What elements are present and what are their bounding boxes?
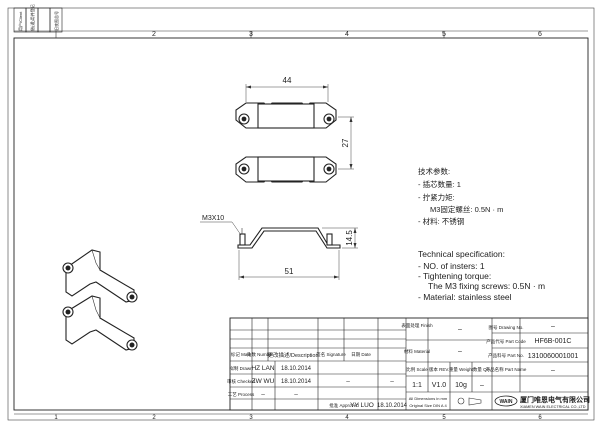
units-note: All Dimensions in mm	[409, 396, 448, 401]
header-description: 更改描述/Description	[267, 351, 318, 359]
notes-en-line-4: - Material: stainless steel	[418, 292, 512, 302]
checked-extra-date: –	[390, 378, 394, 385]
projection-symbol-icon	[457, 397, 482, 406]
corner-archive: 旧底图总号	[53, 11, 59, 31]
zone-top-3: 3	[249, 31, 253, 38]
header-number: 处数 Number	[247, 351, 274, 358]
rev-value: V1.0	[432, 382, 447, 389]
dimension-44-label: 44	[283, 76, 292, 85]
scale-label: 比例 Scale	[406, 366, 428, 373]
notes-cn-line-1: - 插芯数量: 1	[418, 179, 461, 189]
outer-frame	[7, 7, 595, 421]
dimension-27-label: 27	[341, 138, 350, 147]
notes-en-line-2: - Tightening torque:	[418, 271, 491, 281]
size-note: Original Size DIN A 4	[409, 403, 447, 408]
zone-top-2: 2	[152, 31, 156, 38]
notes-chinese: 技术参数: - 插芯数量: 1 - 拧紧力矩: M3固定螺丝: 0.5N · m…	[418, 166, 503, 226]
zone-bottom-1: 1	[54, 415, 58, 421]
zone-top-5: 5	[442, 31, 446, 38]
top-view-part-upper	[235, 102, 337, 129]
checked-extra: –	[346, 378, 350, 385]
dimension-height-side: 27	[338, 116, 354, 170]
process-date: –	[294, 391, 298, 398]
dimension-height-bottom: 14.5	[322, 227, 358, 249]
side-view-part	[237, 227, 341, 249]
screw-label: M3X10	[202, 215, 224, 222]
checked-signature: ZW WU	[252, 378, 275, 385]
dimension-width-top: 44	[245, 76, 329, 102]
isometric-part-lower	[62, 295, 138, 351]
qty-label: 数量 Qty.	[473, 366, 491, 373]
part-name-label: 产品名称 Part Name	[486, 366, 527, 373]
material-value: –	[458, 348, 462, 355]
notes-cn-line-4: - 材料: 不锈钢	[418, 216, 464, 226]
isometric-part-upper	[62, 249, 138, 303]
corner-registration: 借(通)用件登记	[29, 4, 35, 31]
role-approved: 批准 Approved	[329, 402, 359, 409]
checked-date: 18.10.2014	[281, 379, 312, 385]
corner-client: 用户/Client	[17, 11, 23, 31]
title-block: 标记 Mark 处数 Number 更改描述/Description 签名 Si…	[227, 317, 590, 411]
company-name-en: XIAMEN WAIN ELECTRICAL CO.,LTD	[520, 405, 586, 409]
rev-label: 版本 REV.	[429, 366, 449, 373]
drawn-signature: HZ LAN	[251, 365, 274, 372]
approved-date: 18.10.2014	[377, 403, 408, 409]
part-code-label: 产品代号 Part Code	[486, 338, 526, 345]
approved-signature: YY LUO	[350, 402, 374, 409]
dimension-14-5-label: 14.5	[345, 230, 354, 246]
registration-columns: 用户/Client 借(通)用件登记 旧底图总号	[13, 4, 63, 33]
qty-value: –	[480, 382, 484, 389]
weight-value: 10g	[455, 382, 467, 389]
notes-cn-title: 技术参数:	[418, 166, 450, 176]
process-signature: –	[261, 391, 265, 398]
notes-cn-line-2: - 拧紧力矩:	[418, 192, 455, 202]
top-view-part-lower	[235, 156, 337, 183]
header-signature: 签名 Signature	[316, 351, 346, 358]
part-name-value: –	[551, 367, 555, 374]
notes-english: Technical specification: - NO. of inster…	[418, 249, 545, 302]
header-mark: 标记 Mark	[231, 351, 252, 358]
zone-bottom-4: 4	[345, 415, 349, 421]
dimension-51-label: 51	[285, 267, 294, 276]
company-name-cn: 厦门唯恩电气有限公司	[519, 395, 590, 404]
zone-bottom-5: 5	[442, 415, 446, 421]
company-logo: WAIN	[494, 395, 518, 407]
zone-bottom-3: 3	[249, 415, 253, 421]
part-no-label: 产品料号 Part No.	[488, 352, 524, 359]
scale-value: 1:1	[412, 382, 422, 389]
weight-label: 重量 Weight	[449, 366, 474, 373]
part-code-value: HF6B-001C	[535, 338, 572, 345]
role-checked: 审核 Checked	[227, 378, 256, 385]
role-drawn: 拟制 Drawn	[229, 365, 253, 372]
header-date: 日期 Date	[351, 352, 371, 358]
zone-bottom-2: 2	[152, 415, 156, 421]
finish-label: 表面处理 Finish	[401, 322, 433, 329]
finish-value: –	[458, 326, 462, 333]
zone-top-6: 6	[538, 31, 542, 38]
zone-top-4: 4	[345, 31, 349, 38]
notes-en-line-3: The M3 fixing screws: 0.5N · m	[428, 281, 545, 291]
zone-bottom-6: 6	[538, 415, 542, 421]
material-label: 材料 Material	[404, 348, 430, 355]
dimension-width-bottom: 51	[238, 250, 340, 280]
notes-cn-line-3: M3固定螺丝: 0.5N · m	[430, 204, 503, 214]
drawing-no-label: 图号 Drawing No.	[488, 325, 523, 331]
drawing-no-value: –	[551, 323, 555, 330]
notes-en-title: Technical specification:	[418, 249, 505, 259]
drawn-date: 18.10.2014	[281, 366, 312, 372]
part-no-value: 1310060001001	[528, 353, 579, 360]
screw-callout: M3X10	[200, 215, 242, 236]
logo-text: WAIN	[499, 399, 512, 405]
role-process: 工艺 Process	[228, 392, 255, 397]
notes-en-line-1: - NO. of insters: 1	[418, 261, 485, 271]
